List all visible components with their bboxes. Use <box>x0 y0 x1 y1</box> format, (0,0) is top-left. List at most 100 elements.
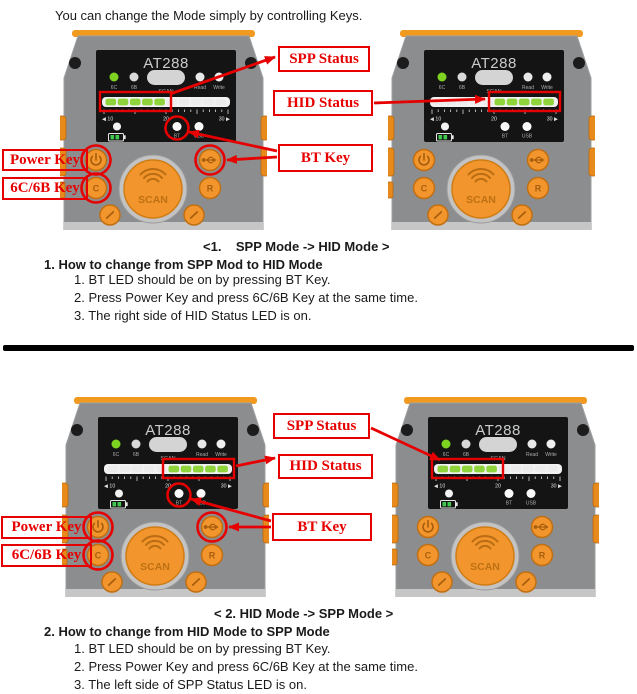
scale-10: ◀ 10 <box>102 117 113 123</box>
r-key <box>530 543 554 567</box>
section1-subheading: 1. How to change from SPP Mod to HID Mod… <box>44 257 323 272</box>
callout-hid-status-bottom: HID Status <box>278 454 373 479</box>
status-led <box>180 465 192 473</box>
bt-led <box>504 489 514 498</box>
side-button-right <box>260 147 270 177</box>
write-led <box>214 72 224 82</box>
status-led <box>119 465 131 473</box>
bt-led-circle <box>164 115 190 141</box>
status-led <box>205 465 216 473</box>
usb-led <box>196 489 206 498</box>
section-divider <box>3 345 634 351</box>
6c-label: 6C <box>439 85 446 91</box>
screw-hole-left <box>69 57 81 69</box>
read-led <box>195 72 205 82</box>
usb-led <box>194 122 204 131</box>
c-key-label: C <box>425 551 432 561</box>
status-led <box>105 98 117 106</box>
status-led <box>494 98 506 106</box>
c-key-label: C <box>93 184 100 194</box>
step: 1. BT LED should be on by pressing BT Ke… <box>74 641 331 656</box>
status-led <box>457 98 469 106</box>
status-led <box>522 465 534 473</box>
status-led <box>144 465 155 473</box>
scale-10: ◀ 10 <box>104 484 115 490</box>
scan-indicator-pill <box>147 70 185 85</box>
status-led <box>117 98 129 106</box>
callout-power-key-bottom: Power Key <box>1 516 92 539</box>
side-button-right <box>588 147 598 177</box>
scale-20: 20 <box>491 117 497 123</box>
write-led <box>542 72 552 82</box>
6c-led <box>111 439 121 449</box>
callout-6c6b-key-top: 6C/6B Key <box>2 177 88 200</box>
scanner-illustration: AT288 6C 6B SCAN Read Write ◀ 10 20 30 ▶ <box>389 397 602 598</box>
callout-bt-key-top: BT Key <box>278 144 373 172</box>
small-keys: C R <box>412 148 550 226</box>
status-led <box>445 98 457 106</box>
c6b-key <box>416 543 440 567</box>
callout-power-key-top: Power Key <box>2 149 88 171</box>
status-led <box>547 465 558 473</box>
scanner-illustration: AT288 6C 6B SCAN Read Write ◀ 10 20 30 ▶ <box>57 30 270 231</box>
scale-30: 30 ▶ <box>547 117 558 123</box>
status-led <box>543 98 554 106</box>
usb-led <box>526 489 536 498</box>
read-label: Read <box>522 85 534 91</box>
screw-hole-right <box>245 57 257 69</box>
write-label: Write <box>545 452 557 458</box>
write-led <box>546 439 556 449</box>
status-led <box>486 465 497 473</box>
r-key-label: R <box>209 551 216 561</box>
c6b-key-circle <box>82 539 114 571</box>
slash-icon <box>191 578 201 586</box>
scan-button-label: SCAN <box>140 561 170 573</box>
6c-label: 6C <box>111 85 118 91</box>
callout-hid-status-top: HID Status <box>273 90 373 116</box>
status-led <box>192 465 204 473</box>
slash-icon <box>521 578 531 586</box>
wireless-arcs-icon <box>139 168 167 183</box>
scan-button <box>451 159 511 219</box>
key-annotation-circles <box>82 482 228 571</box>
status-highlight-box <box>161 457 236 480</box>
6b-led <box>457 72 467 82</box>
device-top-strip <box>400 30 583 37</box>
status-led <box>154 98 165 106</box>
device-top-strip <box>404 397 587 404</box>
scale-30: 30 ▶ <box>551 484 562 490</box>
battery-led <box>113 122 121 131</box>
r-key <box>200 543 224 567</box>
side-button-right <box>262 514 272 544</box>
usb-label: USB <box>526 501 537 507</box>
r-key-label: R <box>207 184 214 194</box>
side-button-right <box>588 115 598 141</box>
6c-label: 6C <box>443 452 450 458</box>
bt-label: BT <box>174 134 180 140</box>
6b-led <box>461 439 471 449</box>
section2-heading: < 2. HID Mode -> SPP Mode > <box>214 606 394 621</box>
battery-led <box>115 489 123 498</box>
battery-icon <box>108 133 126 142</box>
usb-icon <box>201 156 217 164</box>
battery-led <box>441 122 449 131</box>
bt-led <box>172 122 182 131</box>
usb-led <box>522 122 532 131</box>
read-label: Read <box>194 85 206 91</box>
status-led <box>178 98 190 106</box>
power-icon <box>422 520 434 533</box>
battery-icon <box>440 500 458 509</box>
device-bottom-shell <box>396 589 595 597</box>
bt-led-circle <box>166 482 192 508</box>
status-led <box>518 98 530 106</box>
status-led <box>168 465 180 473</box>
callout-bt-key-bottom: BT Key <box>272 513 372 541</box>
bt-label: BT <box>506 501 512 507</box>
scan-button <box>455 526 515 586</box>
status-led <box>129 98 141 106</box>
section2-steps: 1. BT LED should be on by pressing BT Ke… <box>74 640 418 694</box>
device-photo-bottom-left: AT288 6C 6B SCAN Read Write ◀ 10 20 30 ▶ <box>59 397 272 598</box>
slash-icon <box>437 578 447 586</box>
6b-label: 6B <box>133 452 140 458</box>
side-button-left <box>389 514 399 544</box>
